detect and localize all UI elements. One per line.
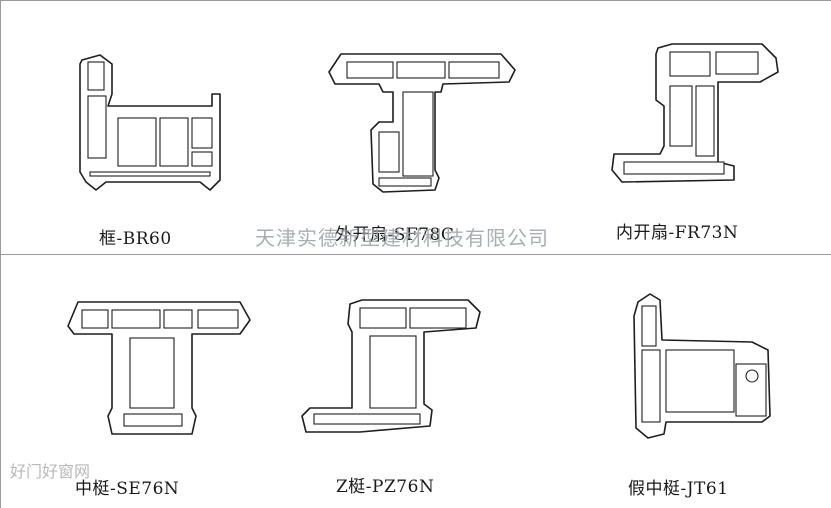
profile-caption-4: 中梃-SE76N: [75, 479, 180, 499]
profile-caption-5: Z梃-PZ76N: [336, 477, 435, 497]
profile-caption-6: 假中梃-JT61: [628, 479, 729, 499]
false-mullion-profile-jt61: [633, 293, 771, 439]
site-watermark: 好门好窗网: [10, 462, 91, 481]
profile-caption-2: 外开扇-SF78C: [335, 225, 455, 245]
profile-caption-1: 框-BR60: [99, 229, 172, 249]
mullion-profile-se76n: [67, 301, 251, 435]
top-border: [0, 0, 831, 1]
sash-profile-fr73n: [611, 43, 779, 183]
company-watermark: 天津实德新型建材科技有限公司: [255, 226, 549, 250]
z-mullion-profile-pz76n: [301, 299, 481, 433]
sash-profile-sf78c: [328, 53, 516, 193]
profile-caption-3: 内开扇-FR73N: [616, 223, 739, 243]
row-divider: [0, 254, 831, 255]
frame-profile-br60: [79, 54, 221, 191]
